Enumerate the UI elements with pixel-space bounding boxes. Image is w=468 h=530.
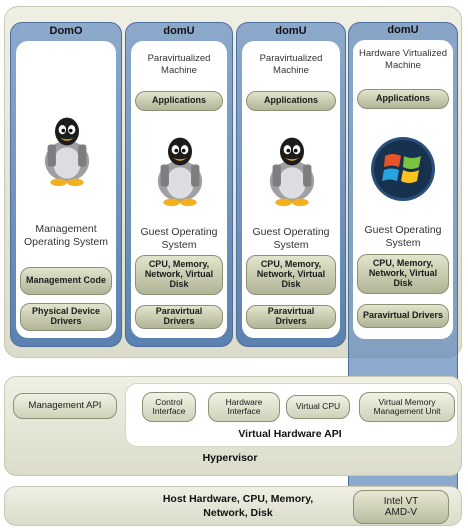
- amd-v-label: AMD-V: [384, 507, 418, 518]
- virtual-hardware-api-label: Virtual Hardware API: [238, 428, 342, 440]
- paravirtual-drivers-box: Paravirtual Drivers: [135, 305, 223, 329]
- column-title: DomO: [49, 25, 83, 37]
- machine-type-label: Paravirtualized Machine: [259, 53, 323, 76]
- cpu-memory-network-disk-box: CPU, Memory, Network, Virtual Disk: [246, 255, 336, 295]
- os-label: Management Operating System: [23, 223, 109, 249]
- column-inner: Management Operating System Management C…: [16, 41, 116, 338]
- domu-paravirtualized-column-2: domU Paravirtualized Machine Application…: [236, 22, 346, 347]
- paravirtual-drivers-box: Paravirtual Drivers: [357, 304, 449, 328]
- virtual-cpu-box: Virtual CPU: [286, 395, 350, 419]
- machine-type-label: Hardware Virtualized Machine: [358, 48, 447, 71]
- virtual-mmu-box: Virtual Memory Management Unit: [359, 392, 455, 422]
- applications-box: Applications: [357, 89, 449, 109]
- intel-vt-amd-v-box: Intel VT AMD-V: [353, 490, 449, 524]
- tux-penguin-icon: [44, 117, 90, 187]
- hardware-interface-box: Hardware Interface: [208, 392, 280, 422]
- os-label: Guest Operating System: [140, 226, 218, 252]
- cpu-memory-network-disk-box: CPU, Memory, Network, Virtual Disk: [135, 255, 223, 295]
- machine-type-label: Paravirtualized Machine: [147, 53, 211, 76]
- dom0-column: DomO Management Operating System Managem…: [10, 22, 122, 347]
- management-code-box: Management Code: [20, 267, 112, 295]
- column-inner: Hardware Virtualized Machine Application…: [353, 40, 453, 339]
- applications-box: Applications: [246, 91, 336, 111]
- control-interface-box: Control Interface: [142, 392, 196, 422]
- physical-device-drivers-box: Physical Device Drivers: [20, 303, 112, 331]
- column-title: domU: [163, 25, 195, 37]
- os-label: Guest Operating System: [252, 226, 330, 252]
- tux-penguin-icon: [269, 137, 315, 207]
- cpu-memory-network-disk-box: CPU, Memory, Network, Virtual Disk: [357, 254, 449, 294]
- host-hardware-label: Host Hardware, CPU, Memory, Network, Dis…: [162, 493, 314, 520]
- management-api-box: Management API: [13, 393, 117, 419]
- domu-hardware-virtualized-column: domU Hardware Virtualized Machine Applic…: [348, 22, 458, 347]
- os-label: Guest Operating System: [364, 224, 442, 250]
- tux-penguin-icon: [157, 137, 203, 207]
- windows-logo-icon: [371, 137, 435, 201]
- column-inner: Paravirtualized Machine Applications Gue…: [131, 41, 227, 338]
- intel-vt-label: Intel VT: [383, 496, 419, 507]
- paravirtual-drivers-box: Paravirtual Drivers: [246, 305, 336, 329]
- domu-paravirtualized-column-1: domU Paravirtualized Machine Application…: [125, 22, 233, 347]
- applications-box: Applications: [135, 91, 223, 111]
- column-inner: Paravirtualized Machine Applications Gue…: [242, 41, 340, 338]
- column-title: domU: [275, 25, 307, 37]
- hypervisor-label: Hypervisor: [202, 452, 258, 464]
- column-title: domU: [387, 24, 419, 36]
